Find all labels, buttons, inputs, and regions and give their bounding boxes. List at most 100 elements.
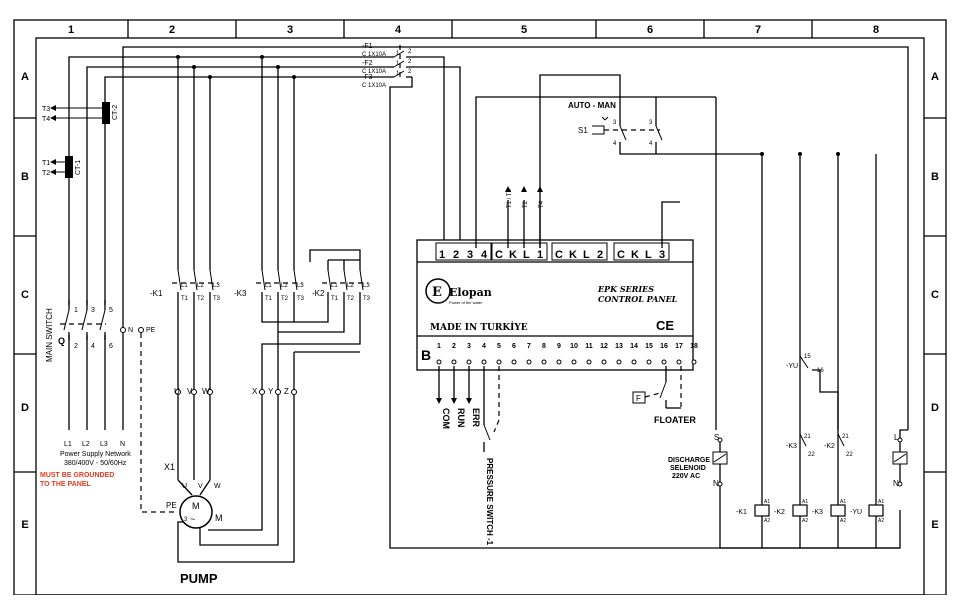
row-label-a-left: A — [21, 71, 29, 83]
fuse-group — [389, 45, 901, 549]
motor-terminal-v: V — [187, 387, 193, 396]
fuse-f2-pin2: 2 — [408, 59, 412, 65]
fuse-f3-rating: C 1X10A — [362, 83, 386, 89]
supply-terminal-n: N — [120, 441, 125, 448]
panel-bottom-terminal-point — [526, 359, 532, 365]
motor-m2: M — [215, 513, 223, 523]
row-label-e-right: E — [931, 519, 938, 531]
pump-motor-symbol — [179, 495, 213, 529]
relay-k3-label: -K3 — [786, 443, 797, 450]
signal-run: RUN — [456, 408, 466, 428]
coil-pin-a2: A2 — [840, 518, 846, 524]
relay-k3-pin21: 21 — [804, 434, 811, 440]
panel-bottom-terminal: 5 — [497, 343, 501, 350]
brand-name: Elopan — [449, 286, 492, 299]
coil-pin-a1: A1 — [802, 499, 808, 505]
motor-x1-label: X1 — [164, 462, 175, 472]
row-label-c-right: C — [931, 289, 939, 301]
panel-b-label: B — [421, 347, 431, 363]
row-label-c-left: C — [21, 289, 29, 301]
supply-network-line2: 380/400V - 50/60Hz — [64, 460, 127, 467]
relay-contacts — [799, 355, 845, 447]
main-switch-pin-6: 6 — [109, 343, 113, 350]
panel-bottom-terminal: 12 — [600, 343, 608, 350]
k2-out-1: T1 — [331, 296, 339, 302]
k2-in-3: L3 — [363, 283, 370, 289]
panel-bottom-terminal-point — [541, 359, 547, 365]
panel-bottom-terminal-point — [601, 359, 607, 365]
fuse-f3-pin1: 1 — [396, 71, 400, 77]
panel-bottom-terminal-point — [586, 359, 592, 365]
ct2-name: CT-2 — [112, 105, 119, 120]
panel-bottom-terminal-point — [616, 359, 622, 365]
fuse-f1-pin2: 2 — [408, 49, 412, 55]
panel-bottom-terminal: 10 — [570, 343, 578, 350]
motor-terminal-w: W — [202, 387, 210, 396]
right-solenoid-l: L — [894, 433, 899, 442]
coil-pin-a1: A1 — [840, 499, 846, 505]
elopan-logo: E — [425, 278, 451, 304]
fuse-f3-pin2: 2 — [408, 69, 412, 75]
panel-top-terminal: C — [617, 249, 625, 261]
coil-symbol — [754, 504, 770, 517]
motor-terminal-x: X — [252, 387, 258, 396]
col-label-7: 7 — [755, 24, 761, 36]
k1-in-1: L1 — [181, 283, 188, 289]
relay-yu-pin15: 15 — [804, 354, 811, 360]
k1-out-2: T2 — [197, 296, 205, 302]
panel-bottom-terminal-point — [451, 359, 457, 365]
main-switch-ref: Q — [58, 336, 65, 346]
fuse-f2-id: -F2 — [362, 60, 373, 67]
panel-bottom-terminal: 2 — [452, 343, 456, 350]
motor-lead-w: W — [214, 483, 221, 490]
panel-top-terminal: C — [555, 249, 563, 261]
col-label-2: 2 — [169, 24, 175, 36]
contactor-k1 — [172, 269, 218, 390]
panel-name: CONTROL PANEL — [598, 294, 678, 304]
panel-bottom-terminal: 3 — [467, 343, 471, 350]
control-panel-box — [416, 239, 694, 371]
main-switch-pin-3: 3 — [91, 307, 95, 314]
supply-terminal-l1: L1 — [64, 441, 72, 448]
discharge-solenoid — [712, 437, 728, 548]
panel-bottom-terminal: 16 — [660, 343, 668, 350]
ct2-transformer — [50, 102, 110, 124]
brand-tagline: Power of the water — [449, 300, 483, 305]
ct1-terminal-a: T1 — [42, 160, 50, 167]
solenoid-line2: SELENOID — [670, 465, 706, 472]
coil-symbol — [792, 504, 808, 517]
k3-out-1: T1 — [265, 296, 273, 302]
panel-bottom-terminal: 1 — [437, 343, 441, 350]
floater-label: FLOATER — [654, 415, 696, 425]
solenoid-line1: DISCHARGE — [668, 457, 710, 464]
col-label-8: 8 — [873, 24, 879, 36]
k3-out-3: T3 — [297, 296, 305, 302]
motor-m: M — [192, 501, 200, 511]
motor-terminal-y: Y — [268, 387, 274, 396]
right-solenoid — [892, 429, 908, 487]
ct1-terminal-b: T2 — [42, 170, 50, 177]
row-label-a-right: A — [931, 71, 939, 83]
row-label-b-right: B — [931, 171, 939, 183]
coil-symbol — [868, 504, 884, 517]
ct-label-t1t3: T1 / T3 — [507, 188, 513, 208]
motor-tilde-icon: ~ — [190, 514, 195, 524]
panel-series: EPK SERIES — [597, 284, 654, 294]
neutral-label: N — [128, 327, 133, 334]
panel-top-terminal: 4 — [481, 249, 488, 261]
ground-warning-line1: MUST BE GROUNDED — [40, 472, 114, 479]
panel-top-terminal: K — [631, 249, 639, 261]
k2-in-2: L2 — [347, 283, 354, 289]
relay-k3-pin22: 22 — [808, 452, 815, 458]
panel-bottom-terminal: 18 — [690, 343, 698, 350]
panel-bottom-terminal-point — [511, 359, 517, 365]
pump-label: PUMP — [180, 571, 218, 586]
coil-pin-a2: A2 — [878, 518, 884, 524]
panel-bottom-terminal: 11 — [585, 343, 593, 350]
pressure-switch — [483, 366, 500, 452]
panel-bottom-terminal-point — [556, 359, 562, 365]
s1-pin-4b: 4 — [649, 141, 653, 147]
relay-k2-label: -K2 — [824, 443, 835, 450]
coil-label: -K2 — [774, 509, 785, 516]
